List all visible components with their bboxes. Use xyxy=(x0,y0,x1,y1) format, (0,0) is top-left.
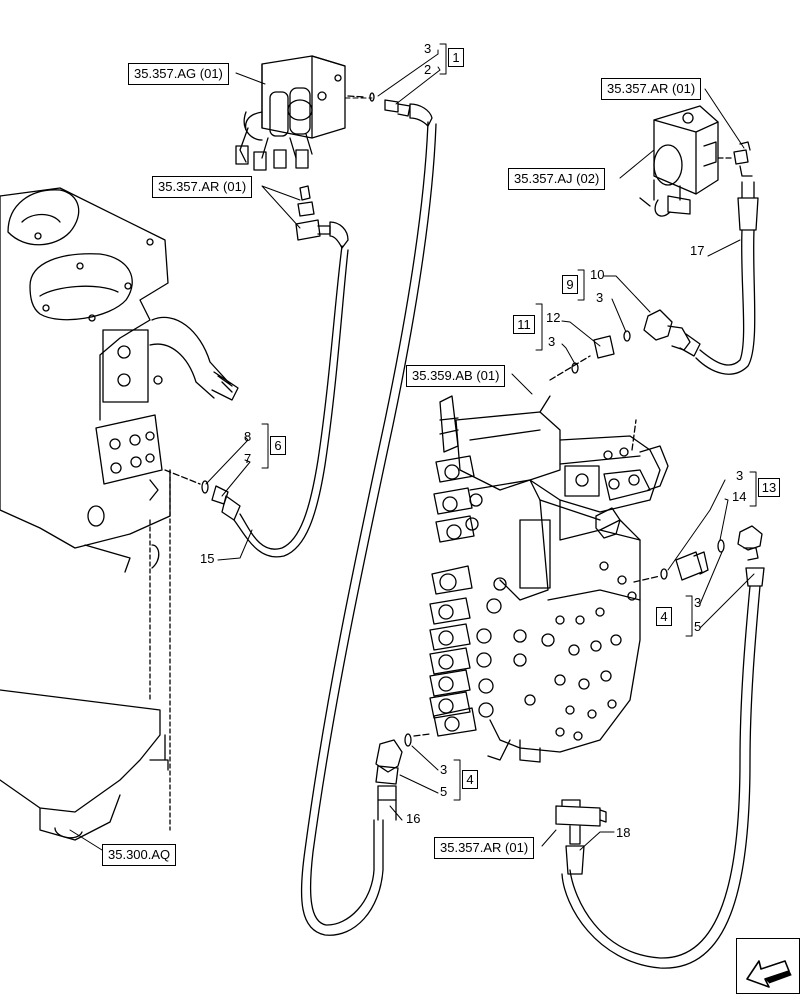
solenoid-valve-top xyxy=(235,55,346,171)
hose-17 xyxy=(695,181,759,375)
machine-body xyxy=(0,187,239,841)
right-fittings-13-4 xyxy=(633,525,763,583)
kit-number-13: 13 xyxy=(758,478,780,497)
callout-k13-3: 3 xyxy=(736,468,744,483)
callout-15: 15 xyxy=(200,551,215,566)
callout-k13-14: 14 xyxy=(732,489,747,504)
hose-long-1 xyxy=(300,121,437,936)
callout-16: 16 xyxy=(406,811,421,826)
callout-r4-5: 5 xyxy=(694,619,702,634)
kit-number-4-right: 4 xyxy=(656,607,672,626)
kit-number-1: 1 xyxy=(448,48,464,67)
callout-k9-10: 10 xyxy=(590,267,605,282)
tee-fitting-left xyxy=(295,185,349,249)
ref-label-ab01[interactable]: 35.359.AB (01) xyxy=(406,365,506,387)
kit-number-11: 11 xyxy=(513,315,535,334)
kit-brackets xyxy=(261,43,757,801)
callout-r4-3: 3 xyxy=(694,595,702,610)
ref-label-ar01-right[interactable]: 35.357.AR (01) xyxy=(601,78,702,100)
callout-18: 18 xyxy=(616,825,631,840)
solenoid-valve-right xyxy=(639,105,753,217)
callout-17: 17 xyxy=(690,243,705,258)
lower-elbow-fittings xyxy=(375,733,431,821)
callout-left-7: 7 xyxy=(244,451,252,466)
callout-l4-5: 5 xyxy=(440,784,448,799)
callout-k11-3: 3 xyxy=(548,334,556,349)
callout-k11-12: 12 xyxy=(546,310,561,325)
next-page-nav[interactable] xyxy=(736,938,800,994)
navigation-arrow-icon xyxy=(746,960,792,988)
control-valve-block xyxy=(429,395,669,763)
ref-label-ag01[interactable]: 35.357.AG (01) xyxy=(128,63,229,85)
left-fittings xyxy=(164,469,241,521)
callout-top-2: 2 xyxy=(424,62,432,77)
leader-lines xyxy=(69,49,755,851)
callout-k9-3: 3 xyxy=(596,290,604,305)
kit-number-6: 6 xyxy=(270,436,286,455)
callout-left-8: 8 xyxy=(244,429,252,444)
ref-label-ar01-bottom[interactable]: 35.357.AR (01) xyxy=(434,837,535,859)
tee-fitting-bottom xyxy=(555,799,607,875)
hose-right-lower xyxy=(561,567,765,969)
kit-number-4-lower: 4 xyxy=(462,770,478,789)
ref-label-ar01-left[interactable]: 35.357.AR (01) xyxy=(152,176,253,198)
ref-label-aj02[interactable]: 35.357.AJ (02) xyxy=(508,168,606,190)
callout-top-3: 3 xyxy=(424,41,432,56)
hose-15 xyxy=(233,245,349,558)
kit-number-9: 9 xyxy=(562,275,578,294)
ref-label-aq[interactable]: 35.300.AQ xyxy=(102,844,177,866)
callout-l4-3: 3 xyxy=(440,762,448,777)
elbow-fittings-9-11 xyxy=(549,309,701,381)
